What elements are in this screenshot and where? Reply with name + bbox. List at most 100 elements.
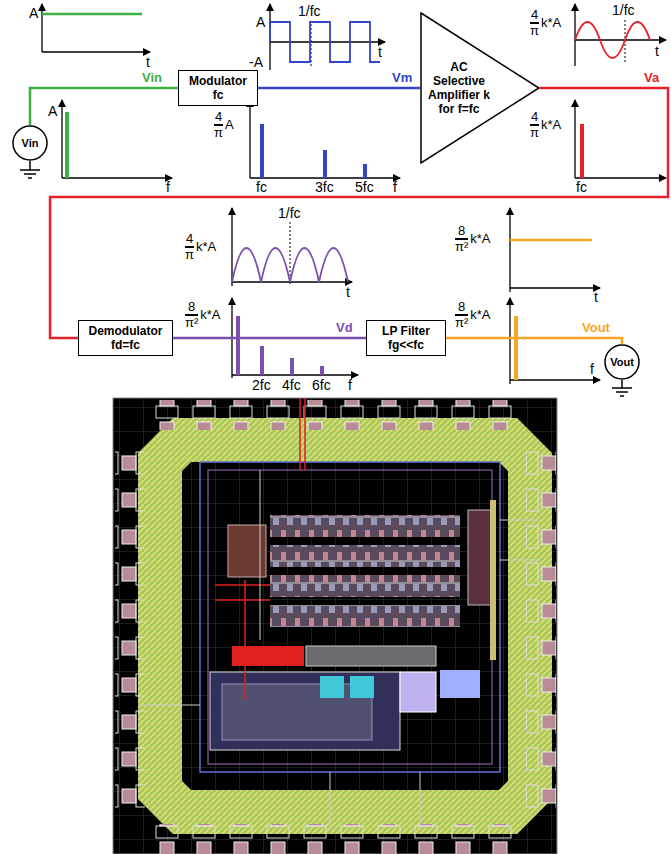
fraction-numerator: 8 xyxy=(458,224,465,238)
chip-layout xyxy=(150,824,520,854)
axis-label: t xyxy=(378,45,382,60)
amplitude-factor: k*A xyxy=(541,118,561,132)
source-symbol: Vin xyxy=(12,125,48,161)
process-box: Modulator fc xyxy=(178,70,258,106)
plot-axis xyxy=(41,4,42,52)
axis-label: 6fc xyxy=(312,378,331,393)
triangle-outline xyxy=(421,13,539,163)
axis-label: f xyxy=(393,180,397,195)
fraction-numerator: 4 xyxy=(215,110,222,124)
chip-layout xyxy=(210,672,400,750)
fraction-numerator: 4 xyxy=(531,8,538,22)
fraction-numerator: 8 xyxy=(458,300,465,314)
axis-label: 2fc xyxy=(252,378,271,393)
signal-wire xyxy=(30,88,178,125)
signal-wire xyxy=(50,88,668,338)
plot-axis xyxy=(574,4,575,66)
spectrum-bar xyxy=(320,366,324,375)
chip-layout xyxy=(270,515,460,537)
node-text-group: Vin xyxy=(22,136,39,150)
amplitude-label: 8π²k*A xyxy=(455,224,491,254)
fraction-numerator: 4 xyxy=(531,110,538,124)
axis-label: t xyxy=(594,290,598,305)
chip-layout xyxy=(113,398,557,854)
spectrum-bar xyxy=(260,124,264,178)
node-label: Vin xyxy=(22,136,39,150)
ground-symbol xyxy=(20,161,40,178)
spectrum-bar xyxy=(514,316,518,380)
amplitude-factor: k*A xyxy=(470,308,490,322)
axis-label: t xyxy=(346,285,350,300)
node-text-group: Modulator fc xyxy=(187,74,249,102)
chip-layout xyxy=(306,646,436,666)
chip-layout xyxy=(270,545,460,567)
signal-wire xyxy=(446,338,622,344)
node-label: Modulator fc xyxy=(187,74,249,102)
dc-level xyxy=(510,239,592,242)
chip-layout xyxy=(270,605,460,627)
circle-outline xyxy=(605,345,639,379)
ground-symbol xyxy=(612,380,632,396)
amplifier-triangle: AC Selective Amplifier k for f=fc xyxy=(420,12,540,164)
node-label: AC Selective Amplifier k for f=fc xyxy=(426,60,492,116)
plot-axis xyxy=(510,287,600,288)
axis-label: t xyxy=(655,44,659,59)
fraction: 4π xyxy=(185,232,194,262)
spectrum-bar xyxy=(580,124,584,178)
axis-label: f xyxy=(590,362,594,377)
fraction-denominator: π xyxy=(530,24,539,38)
amplitude-factor: k*A xyxy=(470,232,490,246)
amplitude-label: 4πk*A xyxy=(185,232,216,262)
node-label: Vout xyxy=(610,355,634,369)
node-text-group: LP Filter fg<<fc xyxy=(375,324,437,352)
amplitude-label: 8π²k*A xyxy=(185,300,221,330)
chip-layout xyxy=(115,440,145,810)
plot-axis xyxy=(62,177,172,178)
spectrum-bar xyxy=(65,112,69,178)
process-box: Demodulator fd=fc xyxy=(78,320,173,356)
fraction: 4π xyxy=(214,110,223,140)
fraction-denominator: π² xyxy=(455,316,468,330)
axis-label: f xyxy=(166,180,170,195)
amplitude-factor: k*A xyxy=(196,240,216,254)
axis-label: 1/fc xyxy=(278,206,301,221)
chip-layout xyxy=(440,670,480,698)
signal-wire xyxy=(258,87,420,90)
fraction: 8π² xyxy=(455,224,468,254)
axis-label: 1/fc xyxy=(612,3,635,18)
plot-axis xyxy=(510,379,600,380)
spectrum-bar xyxy=(363,164,367,178)
axis-label: A xyxy=(256,15,265,30)
fraction: 4π xyxy=(530,110,539,140)
chip-layout xyxy=(140,470,540,830)
axis-label: 3fc xyxy=(315,180,334,195)
axis-label: fc xyxy=(576,180,587,195)
node-label: Demodulator fd=fc xyxy=(86,324,166,352)
fraction-denominator: π² xyxy=(185,316,198,330)
source-symbol: Vout xyxy=(604,344,640,380)
node-text-group: Demodulator fd=fc xyxy=(86,324,166,352)
plot-axis xyxy=(42,51,150,52)
amplitude-label: 4πA xyxy=(214,110,234,140)
chip-layout xyxy=(526,440,556,810)
node-label: LP Filter fg<<fc xyxy=(375,324,437,352)
chip-layout xyxy=(490,500,496,660)
plot-axis xyxy=(509,208,510,292)
axis-label: -A xyxy=(249,55,263,70)
plot-axis xyxy=(232,374,358,375)
signal-wire xyxy=(173,337,366,340)
chip-layout xyxy=(160,440,530,812)
fraction-denominator: π xyxy=(214,126,223,140)
axis-label: t xyxy=(146,55,150,70)
plot-axis xyxy=(574,100,575,178)
fraction: 8 π² xyxy=(455,300,468,330)
spectrum-bar xyxy=(323,150,327,178)
node-text-group: Vout xyxy=(610,355,634,369)
axis-label: 4fc xyxy=(282,378,301,393)
amplitude-factor: A xyxy=(225,118,234,132)
plot-axis xyxy=(270,41,385,42)
axis-label: f xyxy=(348,378,352,393)
signal-name: Vd xyxy=(336,320,353,335)
